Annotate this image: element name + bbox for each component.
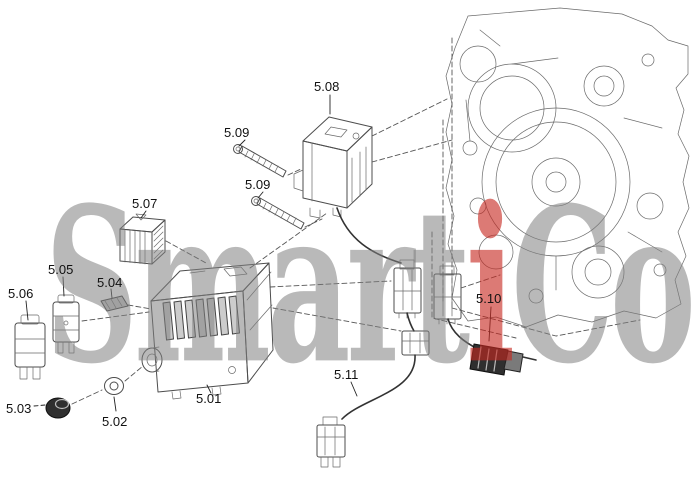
gearbox-housing-drawing xyxy=(431,7,690,339)
grommet-ring-5-02-drawing xyxy=(104,377,124,395)
part-label-5-11: 5.11 xyxy=(334,367,359,382)
screw-5-09-upper-drawing xyxy=(233,144,287,178)
part-label-5-09-lower: 5.09 xyxy=(245,177,271,192)
part-label-5-07: 5.07 xyxy=(132,196,158,211)
relay-module-5-08-drawing xyxy=(293,116,373,219)
part-label-5-09-upper: 5.09 xyxy=(224,125,250,140)
part-label-5-03: 5.03 xyxy=(6,401,32,416)
connector-block-5-07-drawing xyxy=(119,213,166,265)
harness-connector-c-drawing xyxy=(401,312,430,356)
harness-5-11-drawing xyxy=(316,354,416,468)
part-label-5-10: 5.10 xyxy=(476,291,502,306)
fuse-box-5-01-drawing xyxy=(141,262,274,400)
harness-connector-b-drawing xyxy=(433,265,462,325)
fuse-chip-5-04-drawing xyxy=(100,295,129,312)
switch-5-06-drawing xyxy=(14,314,46,380)
cap-5-03-drawing xyxy=(45,397,71,419)
assembly-dashed-lines xyxy=(71,98,501,405)
part-label-5-01: 5.01 xyxy=(196,391,222,406)
part-label-5-08: 5.08 xyxy=(314,79,340,94)
label-leader-lines xyxy=(25,94,492,412)
part-label-5-06: 5.06 xyxy=(8,286,34,301)
part-label-5-04: 5.04 xyxy=(97,275,123,290)
part-label-5-05: 5.05 xyxy=(48,262,74,277)
screw-5-09-lower-drawing xyxy=(251,196,305,230)
harness-5-10-drawing xyxy=(447,318,537,376)
part-label-5-02: 5.02 xyxy=(102,414,128,429)
switch-5-05-drawing xyxy=(52,294,80,354)
harness-connector-a-drawing xyxy=(336,207,422,319)
